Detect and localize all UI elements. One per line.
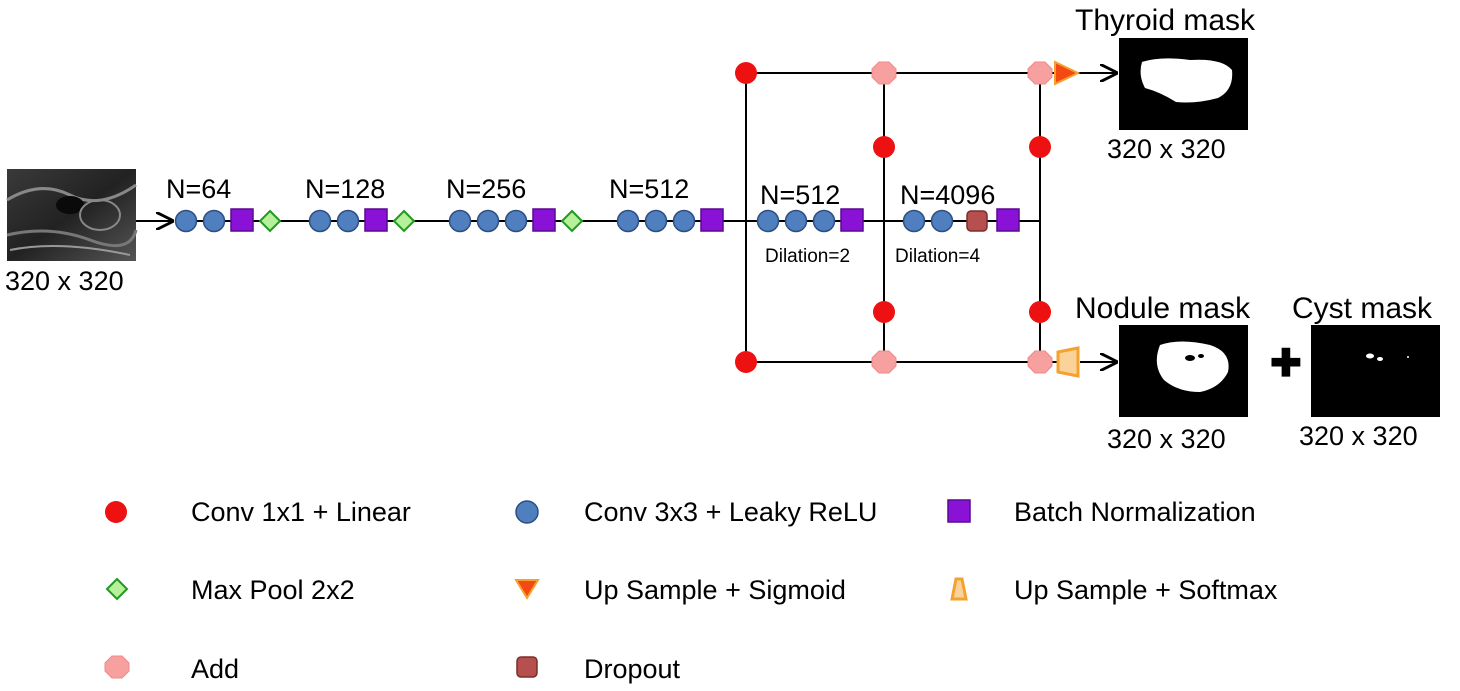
conv1x1-node — [873, 301, 895, 323]
conv3x3-node — [336, 209, 360, 233]
thyroid-mask-image — [1119, 38, 1248, 130]
upsample-softmax-node — [1056, 346, 1080, 378]
add-node — [871, 61, 897, 85]
legend-dropout-label: Dropout — [584, 654, 681, 684]
stage-label-5: N=512 — [760, 180, 840, 210]
legend-conv1x1-label: Conv 1x1 + Linear — [191, 497, 411, 527]
batchnorm-node — [532, 208, 556, 232]
conv1x1-node — [1029, 136, 1051, 158]
input-size-label: 320 x 320 — [5, 266, 124, 296]
maxpool-node — [560, 209, 584, 233]
stage-label-1: N=64 — [166, 174, 231, 204]
conv3x3-node — [476, 209, 500, 233]
conv3x3-node — [308, 209, 332, 233]
legend-conv3x3-label: Conv 3x3 + Leaky ReLU — [584, 497, 877, 527]
legend-dropout-swatch — [516, 656, 538, 678]
conv3x3-node — [930, 209, 954, 233]
legend-maxpool-label: Max Pool 2x2 — [191, 575, 355, 605]
legend-maxpool-swatch — [105, 577, 129, 601]
nodule-mask-image — [1119, 325, 1248, 417]
thyroid-mask-size: 320 x 320 — [1107, 134, 1226, 164]
add-node — [1027, 350, 1053, 374]
plus-sign: ✚ — [1270, 343, 1302, 385]
conv3x3-node — [902, 209, 926, 233]
legend-upsoftmax-swatch — [950, 577, 968, 601]
nodule-mask-size: 320 x 320 — [1107, 424, 1226, 454]
conv1x1-node — [873, 136, 895, 158]
conv1x1-node — [735, 62, 757, 84]
maxpool-node — [258, 209, 282, 233]
backbone-nodes — [174, 208, 1020, 233]
conv3x3-node — [174, 209, 198, 233]
legend-upsigmoid-swatch — [514, 579, 540, 600]
dropout-node — [966, 210, 988, 232]
batchnorm-node — [364, 208, 388, 232]
conv1x1-node — [735, 351, 757, 373]
legend-upsigmoid-label: Up Sample + Sigmoid — [584, 575, 846, 605]
conv3x3-node — [616, 209, 640, 233]
maxpool-node — [392, 209, 416, 233]
batchnorm-node — [700, 208, 724, 232]
legend-batchnorm-label: Batch Normalization — [1014, 497, 1256, 527]
stage-sublabel-6: Dilation=4 — [895, 246, 980, 267]
conv3x3-node — [504, 209, 528, 233]
cyst-mask-image — [1311, 325, 1440, 417]
conv3x3-node — [672, 209, 696, 233]
stage-label-6: N=4096 — [900, 180, 995, 210]
legend-add-label: Add — [191, 654, 239, 684]
legend-conv1x1-swatch — [105, 501, 127, 523]
upsample-sigmoid-node — [1054, 60, 1081, 86]
conv3x3-node — [784, 209, 808, 233]
legend-batchnorm-swatch — [947, 499, 971, 523]
fusion-nodes — [735, 60, 1081, 378]
stage-label-3: N=256 — [446, 174, 526, 204]
stage-label-2: N=128 — [305, 174, 385, 204]
stage-label-4: N=512 — [609, 174, 689, 204]
conv3x3-node — [448, 209, 472, 233]
batchnorm-node — [230, 208, 254, 232]
input-image — [6, 169, 138, 261]
conv3x3-node — [644, 209, 668, 233]
conv1x1-node — [1029, 301, 1051, 323]
conv3x3-node — [202, 209, 226, 233]
cyst-mask-size: 320 x 320 — [1299, 421, 1418, 451]
stage-sublabel-5: Dilation=2 — [765, 246, 850, 267]
conv3x3-node — [812, 209, 836, 233]
nodule-mask-title: Nodule mask — [1075, 292, 1251, 325]
conv3x3-node — [756, 209, 780, 233]
legend-add-swatch — [104, 655, 130, 679]
thyroid-mask-title: Thyroid mask — [1075, 4, 1256, 37]
cyst-mask-title: Cyst mask — [1292, 292, 1433, 325]
legend-conv3x3-swatch — [515, 500, 539, 524]
batchnorm-node — [996, 208, 1020, 232]
add-node — [1027, 61, 1053, 85]
legend-upsoftmax-label: Up Sample + Softmax — [1014, 575, 1278, 605]
batchnorm-node — [840, 208, 864, 232]
add-node — [871, 350, 897, 374]
legend: Conv 1x1 + Linear Conv 3x3 + Leaky ReLU … — [104, 497, 1278, 684]
